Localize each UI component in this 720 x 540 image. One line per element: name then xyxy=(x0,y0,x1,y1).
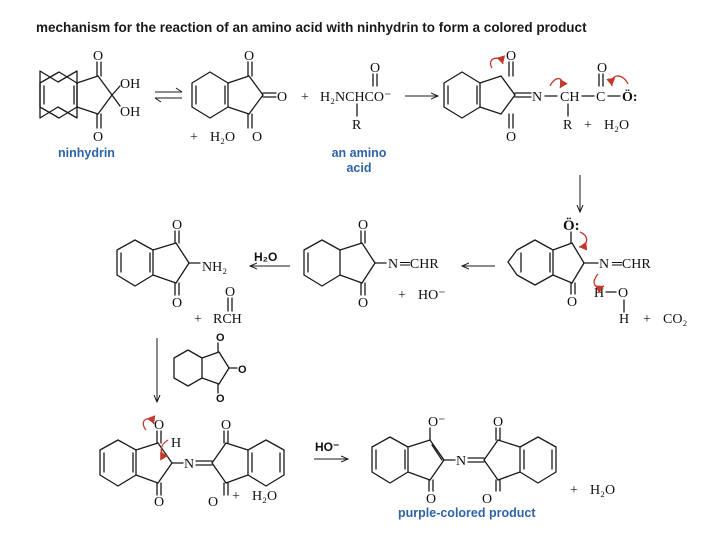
indanetrione-structure: O O O + H₂O xyxy=(190,49,287,145)
aminoindanedione-structure: O O NH₂ + RCH O xyxy=(116,218,242,327)
oxygen-anion-label: Ö: xyxy=(563,217,580,234)
alkylidene-label: ═CHR xyxy=(611,257,651,272)
oxygen-label: O xyxy=(172,218,182,233)
imine-structure: O O N ═CHR + HO⁻ xyxy=(303,218,446,311)
alkylidene-label: ═CHR xyxy=(399,257,439,272)
plus-sign: + xyxy=(301,90,309,105)
oxygen-label: O xyxy=(93,49,103,64)
oxygen-label: O xyxy=(506,130,516,145)
oxygen-label: O xyxy=(154,418,164,433)
hydrogen-label: H xyxy=(619,312,629,327)
water-label: H₂O xyxy=(252,489,277,504)
oxygen-label: O xyxy=(358,218,368,233)
oxygen-label: O xyxy=(426,492,436,507)
plus-sign: + xyxy=(190,130,198,145)
diagram-title: mechanism for the reaction of an amino a… xyxy=(36,20,587,35)
oxygen-label: O xyxy=(216,393,225,405)
hydroxyl-label: OH xyxy=(120,105,140,120)
oxygen-label: O xyxy=(252,130,262,145)
plus-sign: + xyxy=(232,489,240,504)
carbon-label: C xyxy=(596,90,605,105)
purple-product-structure: O⁻ O N O O + H₂O xyxy=(371,415,615,507)
oxygen-label: O xyxy=(370,61,380,76)
carbon-label: CH xyxy=(560,90,579,105)
oxygen-label: O xyxy=(244,49,254,64)
oxide-label: O⁻ xyxy=(428,415,446,430)
indanetrione-reagent: O O O xyxy=(173,332,247,405)
nitrogen-label: N xyxy=(184,457,194,472)
nitrogen-label: N xyxy=(599,257,609,272)
oxygen-label: O xyxy=(154,495,164,510)
amino-acid-caption-line2: acid xyxy=(346,161,372,175)
ninhydrin-caption: ninhydrin xyxy=(58,146,115,160)
side-chain-label: R xyxy=(352,118,362,133)
oxygen-anion-label: Ö: xyxy=(622,88,638,105)
amino-acid-structure: + H₂NCHCO⁻ O R xyxy=(301,61,391,133)
amino-label: NH₂ xyxy=(202,260,227,275)
plus-sign: + xyxy=(194,312,202,327)
plus-sign: + xyxy=(584,118,592,133)
amino-acid-caption-line1: an amino xyxy=(331,146,387,160)
nitrogen-label: N xyxy=(456,454,466,469)
ninhydrin-structure: O O OH OH xyxy=(39,49,140,145)
water-label: H₂O xyxy=(210,130,235,145)
nitrogen-label: N xyxy=(532,90,542,105)
nitrogen-label: N xyxy=(388,257,398,272)
oxygen-label: O xyxy=(506,49,516,64)
oxygen-label: O xyxy=(225,285,235,300)
aldehyde-label: RCH xyxy=(213,312,242,327)
hydrogen-label: H xyxy=(171,436,181,451)
plus-sign: + xyxy=(570,483,578,498)
water-label: H₂O xyxy=(590,483,615,498)
oxygen-label: O xyxy=(482,492,492,507)
decarboxylation-intermediate: Ö: O N ═CHR H O H + CO₂ xyxy=(507,217,687,327)
oxygen-label: O xyxy=(216,332,225,344)
hydroxide-label: HO⁻ xyxy=(418,288,446,303)
oxygen-label: O xyxy=(93,130,103,145)
bis-indanedione-imine: O O H N O O + H₂O xyxy=(99,415,285,510)
oxygen-label: O xyxy=(618,286,628,301)
oxygen-label: O xyxy=(567,295,577,310)
oxygen-label: O xyxy=(208,495,218,510)
oxygen-label: O xyxy=(238,364,247,376)
imine-carboxylate-structure: O O N CH C Ö: O R + H₂O xyxy=(443,49,638,145)
reagent-hydroxide-label: HO⁻ xyxy=(315,440,339,454)
side-chain-label: R xyxy=(563,118,573,133)
oxygen-label: O xyxy=(221,418,231,433)
reagent-water-label: H₂O xyxy=(254,250,277,264)
purple-product-caption: purple-colored product xyxy=(398,506,536,520)
oxygen-label: O xyxy=(277,90,287,105)
hydroxyl-label: OH xyxy=(120,77,140,92)
plus-sign: + xyxy=(398,288,406,303)
water-label: H₂O xyxy=(604,118,629,133)
oxygen-label: O xyxy=(358,296,368,311)
amino-acid-formula: H₂NCHCO⁻ xyxy=(320,90,391,105)
carbon-dioxide-label: CO₂ xyxy=(663,312,687,327)
oxygen-label: O xyxy=(597,61,607,76)
hydrogen-label: H xyxy=(594,286,604,301)
plus-sign: + xyxy=(643,312,651,327)
oxygen-label: O xyxy=(172,296,182,311)
oxygen-label: O xyxy=(493,415,503,430)
